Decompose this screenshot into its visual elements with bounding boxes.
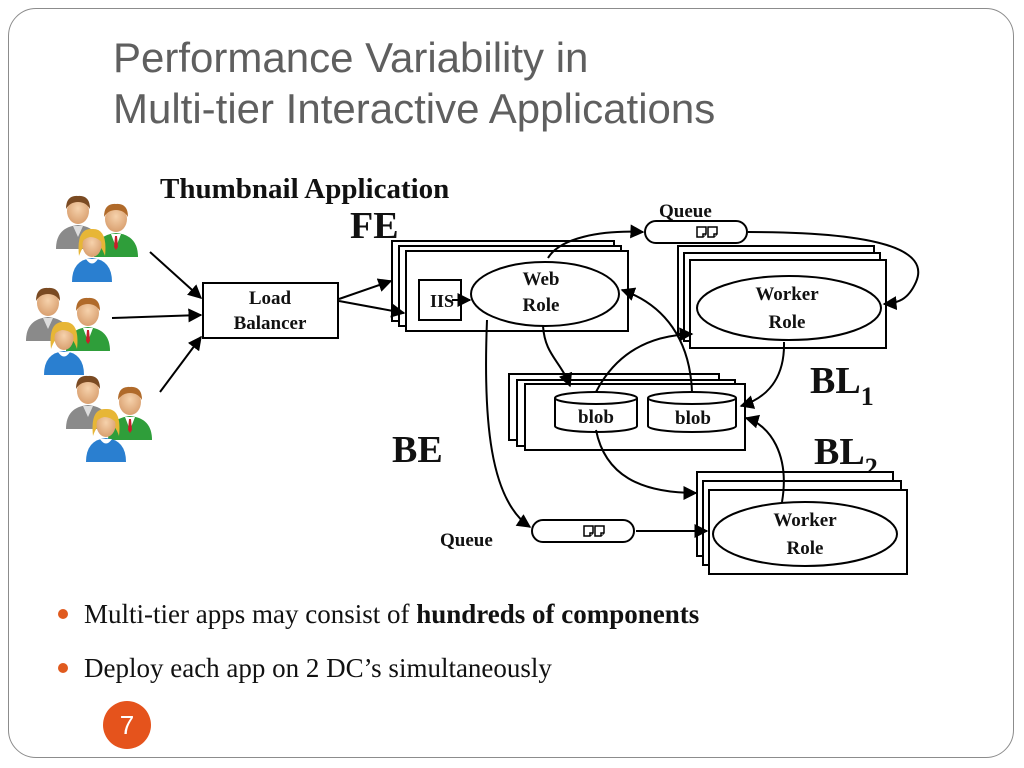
web-role-line1: Web xyxy=(523,269,560,290)
user-group-icon xyxy=(56,195,138,282)
blob-stack xyxy=(508,373,746,451)
web-role-stack xyxy=(391,240,629,332)
arrow-blob-to-worker2 xyxy=(595,429,698,500)
worker-role-2-stack xyxy=(696,471,908,575)
blob-1-label: blob xyxy=(578,407,614,428)
arrow-web-to-top-queue xyxy=(547,224,645,259)
load-balancer-box xyxy=(202,282,339,339)
iis-label: IIS xyxy=(430,291,454,311)
bl1-label: BL1 xyxy=(810,360,874,411)
bullet-list: Multi-tier apps may consist of hundreds … xyxy=(58,592,699,700)
arrow-users-to-lb-3 xyxy=(159,335,202,393)
queue-message-icon xyxy=(696,226,718,238)
worker-role-1-line2: Role xyxy=(769,312,806,333)
user-group-icon xyxy=(66,375,152,462)
arrow-web-to-bottom-queue xyxy=(485,319,532,528)
arrow-worker2-to-blob xyxy=(744,414,785,503)
worker-role-2-line1: Worker xyxy=(773,510,837,531)
page-number-badge: 7 xyxy=(103,701,151,749)
arrow-web-to-blob xyxy=(542,325,573,388)
worker-role-1-stack xyxy=(677,245,887,349)
arrow-lb-to-web-1 xyxy=(338,278,393,300)
top-queue xyxy=(644,220,748,244)
be-label: BE xyxy=(392,429,443,471)
arrow-blob-to-web xyxy=(620,287,693,393)
arrow-users-to-lb-1 xyxy=(149,251,203,299)
queue-top-label: Queue xyxy=(659,201,712,222)
load-balancer-line1: Load xyxy=(249,288,292,309)
fe-label: FE xyxy=(350,205,399,247)
bullet-item-1-bold: hundreds of components xyxy=(416,599,700,629)
blob-storage-icon xyxy=(647,391,737,433)
title-line-1: Performance Variability in xyxy=(113,34,589,81)
arrow-blob-to-worker1 xyxy=(595,327,694,393)
worker-role-1-line1: Worker xyxy=(755,284,819,305)
arrow-users-to-lb-2 xyxy=(111,308,203,323)
queue-bottom-label: Queue xyxy=(440,530,493,551)
worker-role-2-line2: Role xyxy=(787,538,824,559)
bottom-queue xyxy=(531,519,635,543)
slide-title: Performance Variability in Multi-tier In… xyxy=(113,32,715,134)
blob-storage-icon xyxy=(554,391,638,433)
user-group-icon xyxy=(26,287,110,375)
web-role-line2: Role xyxy=(523,295,560,316)
load-balancer-line2: Balancer xyxy=(234,313,307,334)
bl2-label: BL2 xyxy=(814,431,878,482)
queue-message-icon xyxy=(583,525,605,537)
bullet-item-2: Deploy each app on 2 DC’s simultaneously xyxy=(58,646,699,700)
arrow-lb-to-web-2 xyxy=(338,300,406,318)
bullet-item-1: Multi-tier apps may consist of hundreds … xyxy=(58,592,699,646)
title-line-2: Multi-tier Interactive Applications xyxy=(113,85,716,132)
arrow-top-queue-to-worker1 xyxy=(747,231,920,311)
diagram-heading: Thumbnail Application xyxy=(160,173,449,205)
arrow-worker1-to-blob xyxy=(739,341,786,409)
blob-2-label: blob xyxy=(675,408,711,429)
